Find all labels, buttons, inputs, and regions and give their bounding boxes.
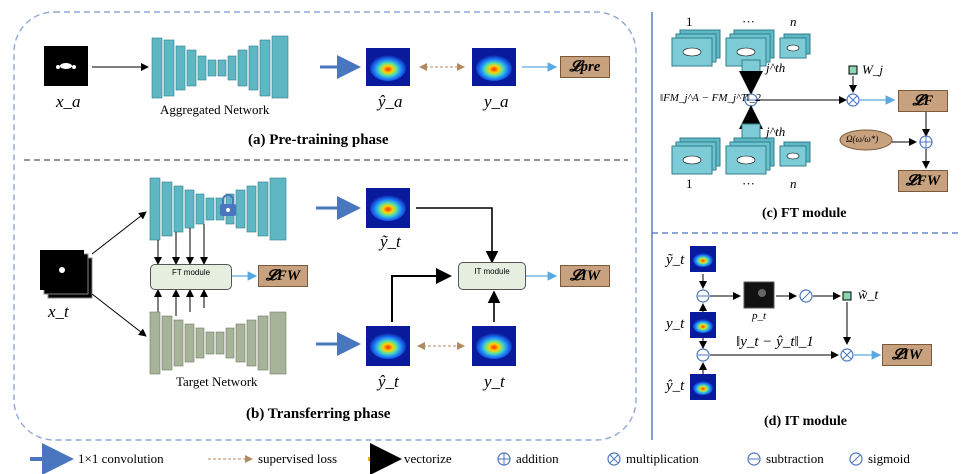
jth-bot-label: j^th [766, 124, 786, 139]
top-index-n: n [790, 14, 797, 29]
legend [30, 443, 863, 474]
omega-ellipse [839, 129, 893, 151]
source-network [149, 177, 287, 241]
w-label: w̃_t [858, 288, 879, 303]
loss-fw-c: 𝓛FW [898, 170, 948, 192]
it-module-box: IT module [458, 262, 526, 290]
y-label-d: y_t [666, 316, 685, 332]
aggregated-network [151, 35, 289, 99]
loss-f: 𝓛F [898, 90, 948, 112]
gt-label-b: y_t [484, 372, 505, 391]
lock-icon [220, 194, 236, 216]
jth-map-top [741, 59, 761, 75]
loss-iw-d: 𝓛IW [882, 344, 932, 366]
target-network [149, 311, 287, 375]
caption-a: (a) Pre-training phase [248, 132, 389, 148]
left-panel-border [13, 11, 637, 441]
feature-maps-bottom [671, 137, 811, 175]
weight-square [848, 65, 858, 75]
loss-pre: 𝓛pre [560, 56, 610, 78]
it-module-label: IT module [474, 267, 510, 276]
tilde-label-b: ỹ_t [380, 232, 401, 251]
legend-vec: vectorize [404, 451, 452, 466]
feature-maps-top [671, 29, 811, 67]
input-label-b: x_t [48, 302, 69, 321]
legend-sup: supervised loss [258, 451, 338, 466]
p-label: p_t [752, 310, 767, 322]
ft-module-box: FT module [150, 264, 232, 290]
jth-top-label: j^th [766, 60, 786, 75]
w-square [842, 291, 852, 301]
legend-sig: sigmoid [868, 451, 910, 466]
caption-b: (b) Transferring phase [246, 406, 391, 422]
top-dots: ··· [742, 14, 755, 29]
ft-module-label: FT module [171, 268, 211, 277]
p-map [743, 281, 775, 309]
norm-label-d: ‖y_t − ŷ_t‖_1 [736, 334, 814, 350]
legend-sub: subtraction [766, 451, 824, 466]
hat-label-d: ŷ_t [666, 378, 685, 394]
tilde-label-d: ỹ_t [666, 252, 685, 268]
omega-label: Ω(ω/ω*) [846, 134, 879, 144]
loss-iw-b: 𝓛IW [560, 265, 610, 287]
jth-map-bot [741, 123, 761, 139]
caption-c: (c) FT module [762, 206, 847, 221]
norm-label-c: ‖FM_j^A − FM_j^T‖_2 [660, 92, 761, 104]
pred-label-a: ŷ_a [378, 92, 403, 111]
bot-index-n: n [790, 176, 797, 191]
pred-label-b: ŷ_t [378, 372, 399, 391]
target-network-label: Target Network [176, 374, 258, 389]
caption-d: (d) IT module [764, 414, 847, 429]
legend-add: addition [516, 451, 559, 466]
loss-fw-b: 𝓛FW [258, 265, 308, 287]
legend-mul: multiplication [626, 451, 699, 466]
legend-conv: 1×1 convolution [78, 451, 164, 466]
input-label-a: x_a [56, 92, 81, 111]
aggregated-network-label: Aggregated Network [160, 102, 270, 117]
bot-dots: ··· [742, 176, 755, 191]
top-index-1: 1 [686, 14, 693, 29]
weight-label: W_j [862, 62, 883, 77]
gt-label-a: y_a [484, 92, 509, 111]
bot-index-1: 1 [686, 176, 693, 191]
